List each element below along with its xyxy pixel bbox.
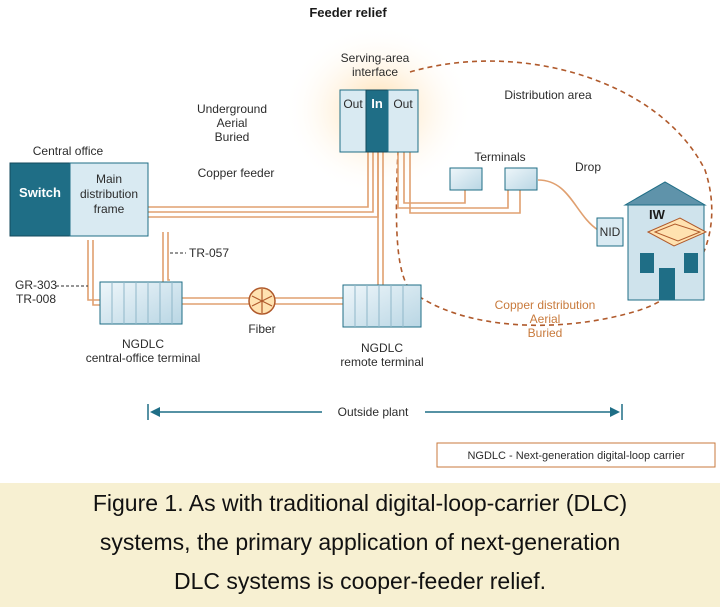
sai-out-left: Out	[343, 97, 363, 111]
caption-line-3: DLC systems is cooper-feeder relief.	[174, 568, 546, 594]
sai-to-remote-cable	[377, 152, 384, 285]
main-distribution-frame	[69, 162, 149, 237]
ngdlc-co-label-1: NGDLC	[122, 337, 164, 351]
buried-label: Buried	[215, 130, 250, 144]
fiber-spool-icon	[248, 287, 276, 315]
ngdlc-remote-terminal	[342, 284, 422, 328]
copper-feeder-label: Copper feeder	[198, 166, 275, 180]
sai-label-2: interface	[352, 65, 398, 79]
switch-box	[9, 162, 71, 237]
mdf-label-2: distribution	[80, 187, 138, 201]
ngdlc-co-label-2: central-office terminal	[86, 351, 201, 365]
sai-out-right: Out	[393, 97, 413, 111]
switch-label: Switch	[19, 185, 61, 200]
aerial-label: Aerial	[217, 116, 248, 130]
distribution-cable	[397, 152, 521, 214]
customer-house	[623, 181, 708, 301]
sai-label-1: Serving-area	[341, 51, 410, 65]
drop-label: Drop	[575, 160, 601, 174]
ngdlc-remote-label-2: remote terminal	[340, 355, 423, 369]
distribution-area-boundary	[395, 60, 713, 327]
feeder-relief-diagram: Feeder relief Central office Switch	[9, 5, 716, 468]
underground-label: Underground	[197, 102, 267, 116]
copper-distribution-aerial: Aerial	[530, 312, 561, 326]
outside-plant-label: Outside plant	[338, 405, 409, 419]
fiber-label: Fiber	[248, 322, 275, 336]
copper-distribution-label: Copper distribution	[495, 298, 596, 312]
terminals-label: Terminals	[474, 150, 525, 164]
mdf-label-1: Main	[96, 172, 122, 186]
serving-area-interface	[339, 89, 419, 153]
figure-caption: Figure 1. As with traditional digital-lo…	[0, 483, 720, 607]
tr057-label: TR-057	[189, 246, 229, 260]
drop-wire	[537, 179, 599, 231]
caption-line-1: Figure 1. As with traditional digital-lo…	[92, 490, 628, 516]
sai-in: In	[371, 96, 383, 111]
outside-plant-arrow	[147, 404, 623, 420]
mdf-label-3: frame	[94, 202, 125, 216]
terminal-box-2	[504, 167, 538, 191]
distribution-area-label: Distribution area	[504, 88, 592, 102]
legend-text: NGDLC - Next-generation digital-loop car…	[467, 450, 684, 462]
legend-box	[436, 442, 716, 468]
ngdlc-remote-label-1: NGDLC	[361, 341, 403, 355]
caption-line-2: systems, the primary application of next…	[99, 529, 621, 555]
terminal-box-1	[449, 167, 483, 191]
iw-label: IW	[649, 207, 666, 222]
copper-distribution-buried: Buried	[528, 326, 563, 340]
tr008-label: TR-008	[16, 292, 56, 306]
nid-box	[596, 217, 624, 247]
central-office-label: Central office	[33, 144, 104, 158]
nid-label: NID	[600, 225, 621, 239]
diagram-title: Feeder relief	[309, 5, 387, 20]
ngdlc-co-terminal	[99, 281, 183, 325]
gr303-label: GR-303	[15, 278, 57, 292]
